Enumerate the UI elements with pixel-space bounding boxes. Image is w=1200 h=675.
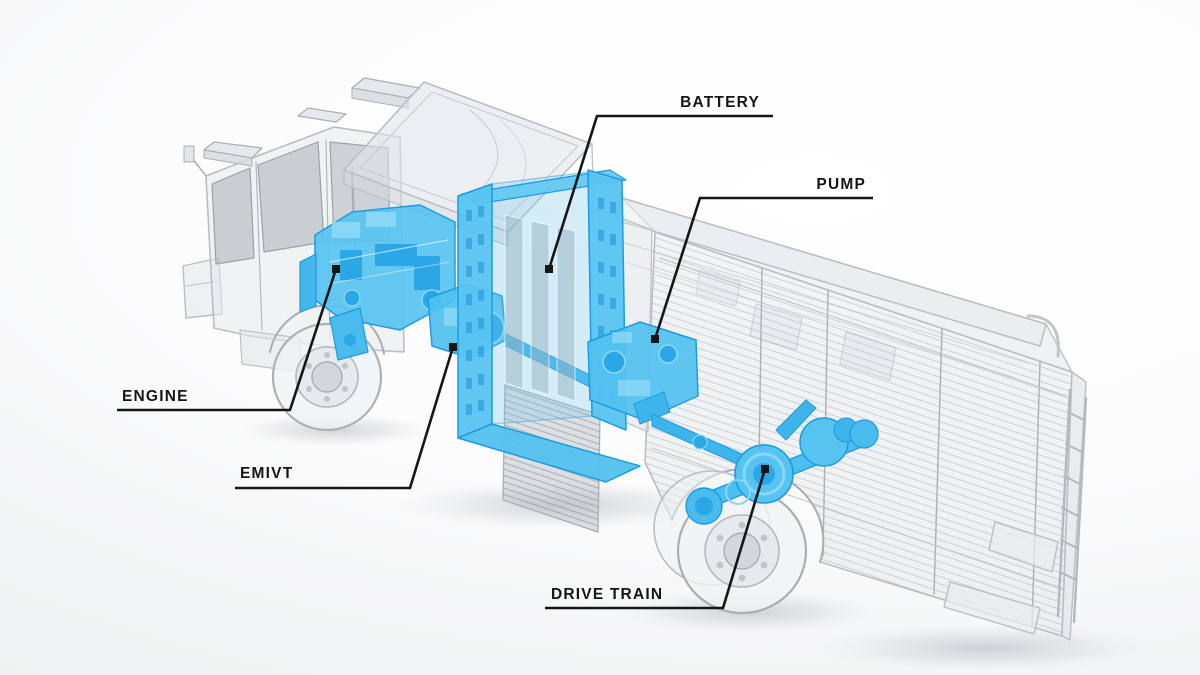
leader-line-pump bbox=[653, 196, 873, 340]
pump-highlight bbox=[587, 321, 761, 475]
leader-line-drive-train bbox=[545, 468, 767, 610]
label-pump: PUMP bbox=[816, 176, 866, 193]
leader-dot-drive-train bbox=[761, 465, 769, 473]
label-battery: BATTERY bbox=[680, 94, 760, 111]
label-drive-train: DRIVE TRAIN bbox=[551, 586, 664, 603]
leader-dot-battery bbox=[545, 265, 553, 273]
leader-line-engine bbox=[117, 268, 338, 412]
label-engine: ENGINE bbox=[122, 388, 189, 405]
leader-line-battery bbox=[547, 114, 773, 270]
leader-line-emivt bbox=[235, 346, 455, 490]
ground-shadow bbox=[240, 414, 1155, 672]
leader-dot-engine bbox=[332, 265, 340, 273]
rear-face bbox=[943, 314, 1088, 641]
rear-wheels bbox=[653, 470, 808, 615]
battery-highlight bbox=[457, 169, 641, 483]
label-emivt: EMIVT bbox=[240, 465, 294, 482]
leader-dot-emivt bbox=[449, 343, 457, 351]
leader-dot-pump bbox=[651, 335, 659, 343]
